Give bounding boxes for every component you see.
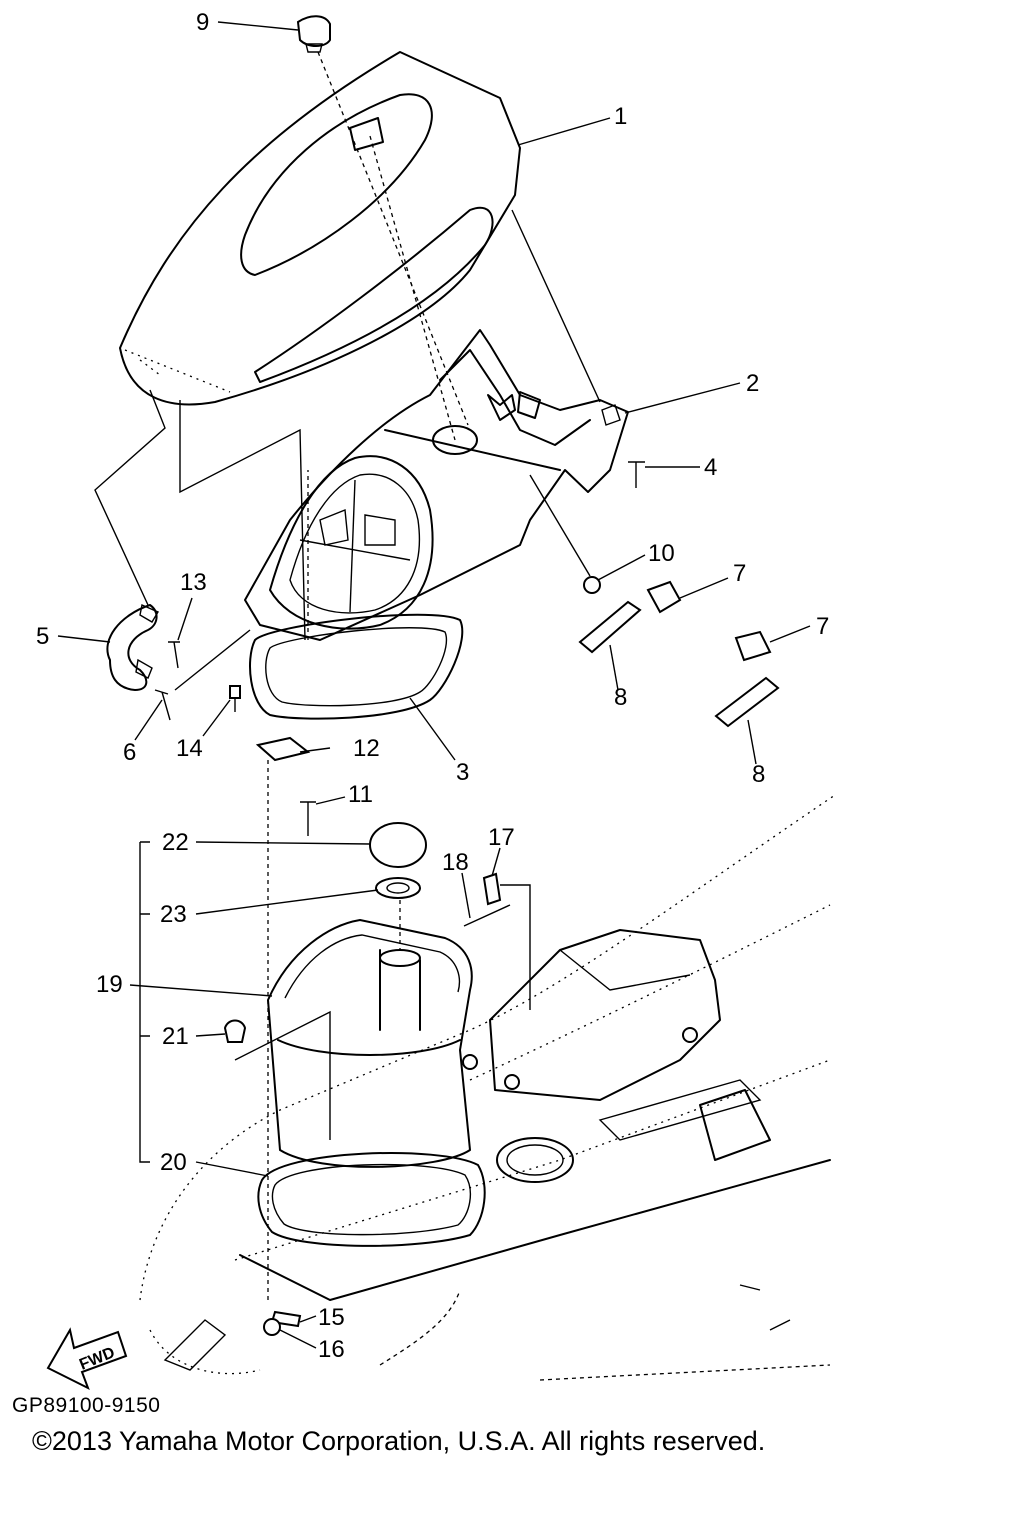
storage-lid	[269, 455, 434, 630]
callout-16: 16	[318, 1336, 345, 1363]
callout-23: 23	[160, 901, 187, 928]
copyright-notice: ©2013 Yamaha Motor Corporation, U.S.A. A…	[32, 1426, 766, 1456]
part-3-seal-ring	[249, 613, 464, 720]
part-1-hood-cover	[119, 51, 521, 406]
callout-2: 2	[746, 370, 759, 397]
callout-19: 19	[96, 971, 123, 998]
callout-labels: 9 1 2 4 10 7 13 7 5 8 14 12 6 3 8 11 17 …	[36, 9, 829, 1363]
hull-deck	[139, 794, 836, 1381]
parts-22-23-cap-washer	[369, 822, 427, 899]
fasteners	[154, 461, 645, 1336]
callout-13: 13	[180, 569, 207, 596]
fwd-arrow: FWD	[46, 1327, 128, 1391]
parts-7-8-pads	[578, 580, 780, 728]
assembly-guides	[94, 209, 601, 1140]
part-2-deck-frame	[244, 329, 629, 641]
callout-22: 22	[162, 829, 189, 856]
part-20-lower-gasket	[257, 1152, 486, 1247]
callout-17: 17	[488, 824, 515, 851]
callout-6: 6	[123, 739, 136, 766]
callout-5: 5	[36, 623, 49, 650]
callout-9: 9	[196, 9, 209, 36]
callout-20: 20	[160, 1149, 187, 1176]
callout-18: 18	[442, 849, 469, 876]
part-9-knob	[296, 15, 331, 53]
callout-7a: 7	[733, 560, 746, 587]
callout-11: 11	[348, 781, 373, 808]
callout-12: 12	[353, 735, 380, 762]
diagram-code: GP89100-9150	[12, 1394, 161, 1417]
callout-21: 21	[162, 1023, 189, 1050]
leader-lines	[57, 21, 811, 1349]
callout-14: 14	[176, 735, 203, 762]
part-5-hinge-bracket	[106, 604, 160, 691]
callout-4: 4	[704, 454, 717, 481]
alignment-lines	[267, 51, 469, 1300]
part-19-storage-tub	[267, 919, 473, 1168]
callout-1: 1	[614, 103, 627, 130]
callout-15: 15	[318, 1304, 345, 1331]
callout-8a: 8	[614, 684, 627, 711]
callout-8b: 8	[752, 761, 765, 788]
callout-7b: 7	[816, 613, 829, 640]
callout-3: 3	[456, 759, 469, 786]
callout-10: 10	[648, 540, 675, 567]
